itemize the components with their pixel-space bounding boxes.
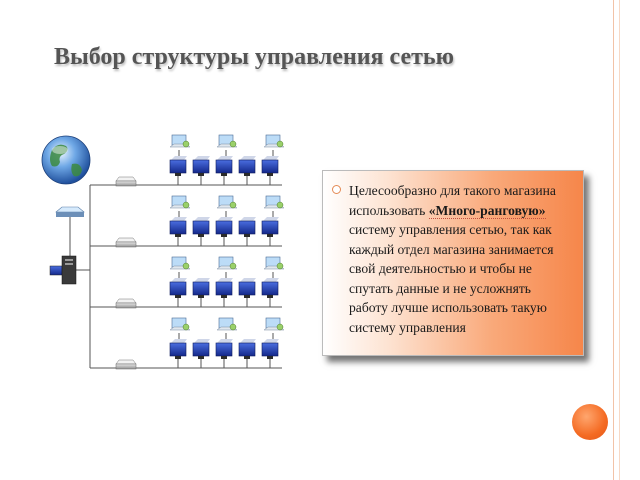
slide-border-line	[613, 0, 614, 480]
workstation-icon	[169, 195, 191, 209]
workstation-icon	[216, 134, 238, 148]
slide-border-line-2	[619, 0, 620, 480]
decorative-orange-circle	[572, 404, 608, 440]
monitor-icon	[238, 156, 256, 176]
workstation-icon	[263, 134, 285, 148]
hub-icon	[115, 298, 137, 309]
monitor-icon	[215, 278, 233, 298]
slide-title: Выбор структуры управления сетью	[54, 44, 454, 70]
monitor-icon	[169, 339, 187, 359]
hub-icon	[115, 237, 137, 248]
monitor-icon	[169, 156, 187, 176]
monitor-icon	[192, 156, 210, 176]
monitor-icon	[238, 278, 256, 298]
monitor-icon	[238, 339, 256, 359]
workstation-icon	[216, 317, 238, 331]
description-text: Целесообразно для такого магазина исполь…	[349, 181, 573, 337]
monitor-icon	[215, 217, 233, 237]
workstation-icon	[263, 256, 285, 270]
monitor-icon	[192, 217, 210, 237]
monitor-icon	[215, 339, 233, 359]
monitor-icon	[215, 156, 233, 176]
hub-icon	[115, 359, 137, 370]
workstation-icon	[169, 317, 191, 331]
monitor-icon	[169, 217, 187, 237]
workstation-icon	[263, 195, 285, 209]
description-emphasis: «Много-ранговую»	[428, 202, 546, 219]
monitor-icon	[169, 278, 187, 298]
server-icon	[49, 255, 77, 285]
modem-icon	[55, 206, 85, 217]
network-diagram	[41, 134, 285, 370]
monitor-icon	[192, 339, 210, 359]
description-suffix: систему управления сетью, так как каждый…	[349, 222, 554, 335]
monitor-icon	[192, 278, 210, 298]
hub-icon	[115, 176, 137, 187]
workstation-icon	[169, 256, 191, 270]
description-prefix: Целесообразно для такого магазина исполь…	[349, 183, 556, 218]
monitor-icon	[261, 217, 279, 237]
workstation-icon	[169, 134, 191, 148]
globe-icon	[41, 135, 91, 185]
bullet-icon	[332, 185, 341, 194]
monitor-icon	[261, 339, 279, 359]
description-box: Целесообразно для такого магазина исполь…	[322, 170, 584, 356]
monitor-icon	[238, 217, 256, 237]
workstation-icon	[216, 195, 238, 209]
monitor-icon	[261, 156, 279, 176]
workstation-icon	[263, 317, 285, 331]
monitor-icon	[261, 278, 279, 298]
workstation-icon	[216, 256, 238, 270]
